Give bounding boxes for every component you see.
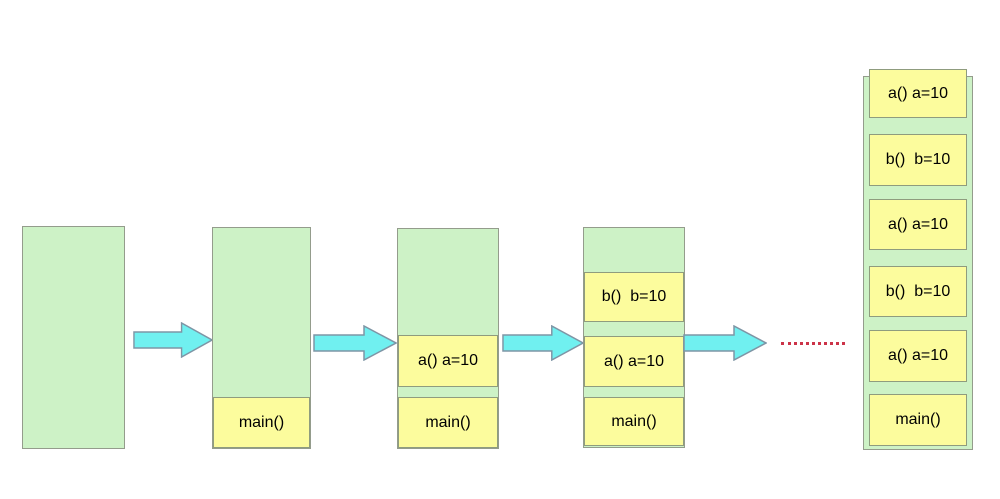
stack-frame: a() a=10 [869, 199, 967, 250]
stack-frame: a() a=10 [869, 69, 967, 118]
ellipsis-dots [781, 342, 845, 345]
flow-arrow-icon [502, 325, 584, 361]
stack-state-4: b() b=10 a() a=10 main() [583, 227, 685, 448]
stack-frame: a() a=10 [398, 335, 498, 387]
stack-frame: b() b=10 [584, 272, 684, 322]
stack-frame: b() b=10 [869, 134, 967, 186]
flow-arrow-icon [683, 325, 767, 361]
stack-frame: main() [584, 397, 684, 446]
stack-frame: main() [213, 397, 310, 448]
stack-frame: a() a=10 [869, 330, 967, 382]
stack-frame: a() a=10 [584, 336, 684, 387]
stack-state-1 [22, 226, 125, 449]
stack-frame: main() [398, 397, 498, 448]
flow-arrow-icon [313, 325, 397, 361]
stack-state-5: a() a=10 b() b=10 a() a=10 b() b=10 a() … [863, 69, 973, 450]
stack-frame: main() [869, 394, 967, 446]
flow-arrow-icon [133, 322, 213, 358]
stack-state-3: a() a=10 main() [397, 228, 499, 449]
stack-frame: b() b=10 [869, 266, 967, 317]
stack-state-2: main() [212, 227, 311, 449]
